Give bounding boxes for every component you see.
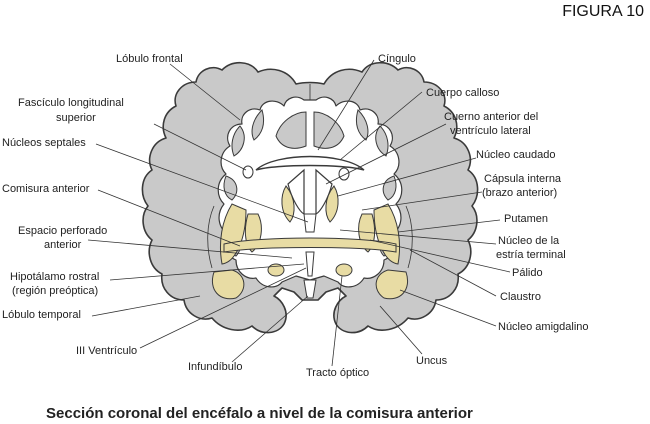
label-fasciculo-1: Fascículo longitudinal bbox=[18, 97, 124, 109]
corpus-callosum bbox=[255, 155, 365, 171]
leader-cingulo bbox=[317, 59, 375, 151]
label-cingulo: Cíngulo bbox=[378, 53, 416, 65]
leader-cuerno bbox=[325, 123, 447, 185]
label-espacio-2: anterior bbox=[44, 239, 82, 251]
leader-iii-ventriculo bbox=[139, 267, 307, 349]
leader-tracto-optico bbox=[331, 275, 343, 367]
label-putamen: Putamen bbox=[504, 213, 548, 225]
label-nucleos-septales: Núcleos septales bbox=[2, 137, 86, 149]
label-infundibulo: Infundíbulo bbox=[188, 361, 242, 373]
caudate-nucleus-right bbox=[325, 185, 339, 223]
claustrum-left bbox=[207, 205, 215, 269]
cingulate-gyrus-right bbox=[313, 111, 345, 149]
leader-uncus bbox=[379, 305, 423, 355]
leader-nucleo-estria bbox=[339, 229, 497, 245]
cingulate-gyrus-left bbox=[275, 111, 307, 149]
fasciculus-left bbox=[242, 165, 254, 179]
label-fasciculo-2: superior bbox=[56, 112, 96, 124]
label-capsula-1: Cápsula interna bbox=[484, 173, 562, 185]
label-claustro: Claustro bbox=[500, 291, 541, 303]
label-nucleo-estria-1: Núcleo de la bbox=[498, 235, 560, 247]
leader-putamen bbox=[397, 219, 501, 233]
septal-nuclei bbox=[303, 213, 317, 233]
label-hipotalamo-2: (región preóptica) bbox=[12, 285, 98, 297]
label-uncus: Uncus bbox=[416, 355, 448, 367]
label-espacio-1: Espacio perforado bbox=[18, 225, 107, 237]
leader-hipotalamo bbox=[109, 263, 305, 281]
leader-lobulo-temporal bbox=[91, 295, 201, 317]
leader-comisura bbox=[97, 189, 241, 247]
amygdala-left bbox=[212, 269, 245, 300]
leader-nucleo-amigdalino bbox=[399, 289, 497, 327]
leader-infundibulo bbox=[231, 295, 309, 363]
label-cuerpo-calloso: Cuerpo calloso bbox=[426, 87, 499, 99]
leader-espacio bbox=[87, 239, 293, 259]
label-hipotalamo-1: Hipotálamo rostral bbox=[10, 271, 99, 283]
leader-fasciculo bbox=[153, 123, 247, 171]
anterior-commissure bbox=[223, 237, 397, 253]
leader-lobulo-frontal bbox=[169, 63, 241, 121]
leader-nucleos-septales bbox=[95, 143, 309, 223]
label-nucleo-amigdalino: Núcleo amigdalino bbox=[498, 321, 589, 333]
label-nucleo-caudado: Núcleo caudado bbox=[476, 149, 556, 161]
leader-lines bbox=[87, 59, 511, 367]
structure-labels: Lóbulo frontal Cíngulo Fascículo longitu… bbox=[2, 53, 589, 379]
label-nucleo-estria-2: estría terminal bbox=[496, 249, 566, 261]
label-cuerno-2: ventrículo lateral bbox=[450, 125, 531, 137]
label-palido: Pálido bbox=[512, 267, 543, 279]
figure-label: FIGURA 10 bbox=[562, 3, 644, 20]
label-capsula-2: (brazo anterior) bbox=[482, 187, 557, 199]
leader-palido bbox=[369, 239, 511, 273]
leader-claustro bbox=[409, 249, 497, 297]
infundibulum bbox=[303, 279, 317, 299]
brain-section bbox=[141, 61, 479, 334]
label-lobulo-temporal: Lóbulo temporal bbox=[2, 309, 81, 321]
label-iii-ventriculo: III Ventrículo bbox=[76, 345, 137, 357]
figure-caption: Sección coronal del encéfalo a nivel de … bbox=[46, 405, 473, 422]
optic-tract-right bbox=[335, 263, 353, 277]
label-lobulo-frontal: Lóbulo frontal bbox=[116, 53, 183, 65]
caudate-nucleus-left bbox=[281, 185, 295, 223]
third-ventricle bbox=[305, 251, 315, 277]
label-cuerno-1: Cuerno anterior del bbox=[444, 111, 538, 123]
leader-nucleo-caudado bbox=[337, 157, 477, 197]
leader-cuerpo-calloso bbox=[339, 91, 423, 161]
fasciculus-right bbox=[338, 167, 350, 181]
leader-capsula bbox=[361, 191, 483, 211]
amygdala-right bbox=[375, 269, 408, 300]
label-comisura-anterior: Comisura anterior bbox=[2, 183, 90, 195]
label-tracto-optico: Tracto óptico bbox=[306, 367, 369, 379]
